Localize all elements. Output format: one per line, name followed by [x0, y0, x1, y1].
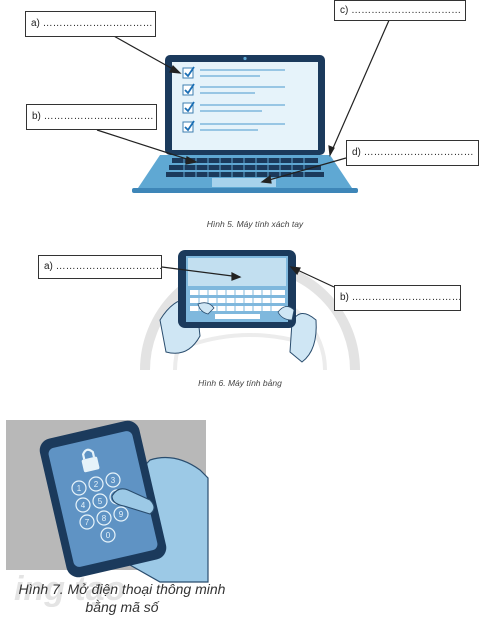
- svg-text:1: 1: [77, 484, 82, 493]
- tablet-label-a[interactable]: a) ……………………………: [38, 255, 162, 279]
- figure7-caption-line2: bằng mã số: [85, 599, 159, 616]
- laptop-label-a[interactable]: a) ……………………………: [25, 11, 156, 37]
- laptop-label-b[interactable]: b) ……………………………: [26, 104, 157, 130]
- laptop-label-c[interactable]: c) ……………………………: [334, 0, 466, 21]
- lock-icon: [81, 448, 100, 473]
- figure7-caption-line1: Hình 7. Mở điện thoại thông minh: [18, 581, 226, 597]
- figure5-caption: Hình 5. Máy tính xách tay: [206, 219, 304, 229]
- figure7-caption: Hình 7. Mở điện thoại thông minh bằng mã…: [6, 580, 238, 616]
- svg-text:4: 4: [81, 501, 86, 510]
- tablet-label-b[interactable]: b) ……………………………: [334, 285, 461, 311]
- svg-text:7: 7: [85, 518, 90, 527]
- svg-text:0: 0: [106, 531, 111, 540]
- laptop-label-d[interactable]: d) ……………………………: [346, 140, 479, 166]
- figure6-caption: Hình 6. Máy tính bảng: [198, 378, 282, 388]
- svg-text:5: 5: [98, 497, 103, 506]
- svg-text:3: 3: [111, 476, 116, 485]
- svg-text:9: 9: [119, 510, 124, 519]
- svg-text:8: 8: [102, 514, 107, 523]
- svg-text:2: 2: [94, 480, 99, 489]
- svg-text:ing tạo: ing tạo: [14, 570, 125, 608]
